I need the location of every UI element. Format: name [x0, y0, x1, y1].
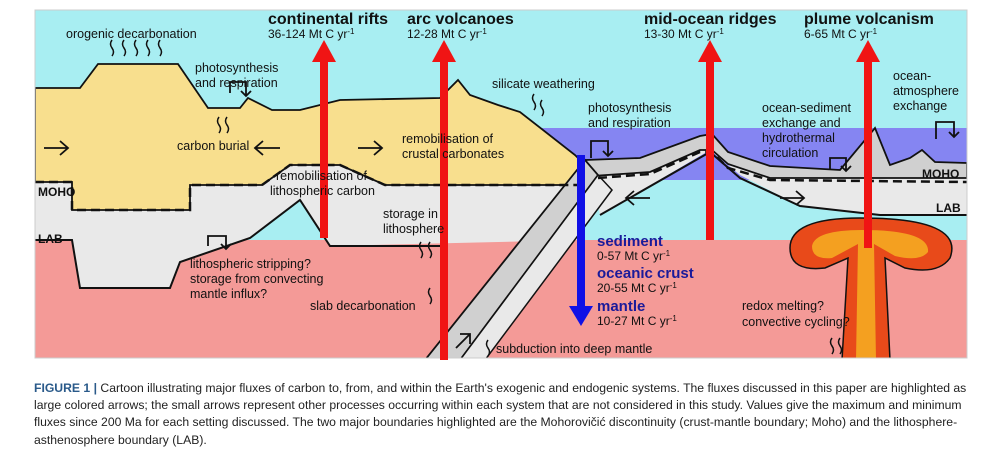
subducting-slab [425, 158, 600, 358]
label-redox-b: convective cycling? [742, 315, 850, 329]
label-photo1-a: photosynthesis [195, 61, 278, 75]
lab-boundary-ocean [599, 150, 967, 216]
header-mid-ocean-ridges: mid-ocean ridges [644, 11, 777, 28]
moho-label-left: MOHO [38, 185, 75, 199]
label-ocean-atm-b: atmosphere [893, 84, 959, 98]
lab-boundary [35, 198, 440, 289]
lab-label-left: LAB [38, 232, 63, 246]
flux-sediment-name: sediment [597, 233, 663, 250]
value-plume-volcanism: 6-65 Mt C yr-1 [804, 27, 878, 41]
header-plume-volcanism: plume volcanism [804, 11, 934, 28]
flux-oceanic-crust-name: oceanic crust [597, 265, 694, 282]
header-continental-rifts: continental rifts [268, 11, 388, 28]
label-remob-litho-b: lithospheric carbon [270, 184, 375, 198]
process-arrows [44, 81, 960, 349]
label-ocean-atm-a: ocean- [893, 69, 931, 83]
label-remob-crust-b: crustal carbonates [402, 147, 504, 161]
label-strip-c: mantle influx? [190, 287, 267, 301]
slab-inner [460, 173, 613, 358]
label-remob-crust-a: remobilisation of [402, 132, 494, 146]
flux-arrows [312, 40, 880, 360]
flux-sediment-value: 0-57 Mt C yr-1 [597, 249, 671, 263]
lab-label-right: LAB [936, 201, 961, 215]
flux-oceanic-crust-value: 20-55 Mt C yr-1 [597, 281, 677, 295]
label-silicate: silicate weathering [492, 77, 595, 91]
value-mid-ocean-ridges: 13-30 Mt C yr-1 [644, 27, 724, 41]
plume-core [812, 230, 929, 358]
flux-mantle-value: 10-27 Mt C yr-1 [597, 314, 677, 328]
label-photo2-b: and respiration [588, 116, 671, 130]
label-ocean-sed-b: exchange and [762, 116, 841, 130]
carbon-flux-diagram: continental rifts 36-124 Mt C yr-1 arc v… [34, 9, 968, 360]
label-strip-b: storage from convecting [190, 272, 323, 286]
value-continental-rifts: 36-124 Mt C yr-1 [268, 27, 355, 41]
label-storage-a: storage in [383, 207, 438, 221]
label-remob-litho-a: remobilisation of [276, 169, 368, 183]
label-ocean-sed-d: circulation [762, 146, 818, 160]
label-photo1-b: and respiration [195, 76, 278, 90]
squiggle-arrows [109, 39, 843, 357]
label-ocean-sed-c: hydrothermal [762, 131, 835, 145]
label-strip-a: lithospheric stripping? [190, 257, 311, 271]
label-subduction: subduction into deep mantle [496, 342, 652, 356]
label-redox-a: redox melting? [742, 299, 824, 313]
label-ocean-atm-c: exchange [893, 99, 947, 113]
figure-label: FIGURE 1 | [34, 381, 98, 395]
label-carbon-burial: carbon burial [177, 139, 249, 153]
label-storage-b: lithosphere [383, 222, 444, 236]
figure-caption: FIGURE 1 | Cartoon illustrating major fl… [34, 380, 974, 449]
label-photo2-a: photosynthesis [588, 101, 671, 115]
label-ocean-sed-a: ocean-sediment [762, 101, 851, 115]
caption-text: Cartoon illustrating major fluxes of car… [34, 381, 967, 447]
label-orogenic: orogenic decarbonation [66, 27, 197, 41]
header-arc-volcanoes: arc volcanoes [407, 11, 514, 28]
value-arc-volcanoes: 12-28 Mt C yr-1 [407, 27, 487, 41]
label-slab: slab decarbonation [310, 299, 416, 313]
moho-label-right: MOHO [922, 167, 959, 181]
moho-boundary [35, 163, 580, 212]
flux-mantle-name: mantle [597, 298, 645, 315]
